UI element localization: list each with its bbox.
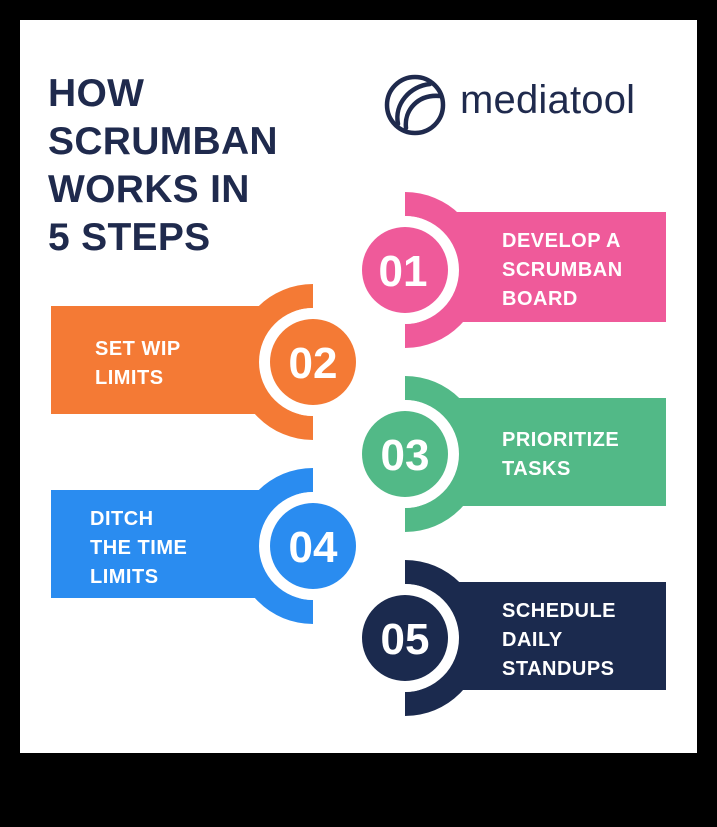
step-label-04-line: DITCH: [90, 508, 154, 530]
step-label-05-line: SCHEDULE: [502, 600, 616, 622]
title-line: HOW: [48, 72, 145, 115]
band-05: [420, 582, 666, 690]
step-number-04: 04: [289, 523, 338, 572]
step-label-01-line: BOARD: [502, 288, 578, 310]
step-number-03: 03: [381, 431, 430, 480]
step-label-02-line: LIMITS: [95, 367, 164, 389]
disc-04: [270, 503, 356, 589]
step-label-02-line: SET WIP: [95, 338, 181, 360]
step-label-01-line: SCRUMBAN: [502, 259, 623, 281]
step-label-05-line: STANDUPS: [502, 658, 615, 680]
logo-text: mediatool: [460, 78, 636, 122]
title-line: 5 STEPS: [48, 216, 211, 259]
infographic-title: HOW SCRUMBAN WORKS IN 5 STEPS: [48, 70, 348, 262]
step-label-04-line: LIMITS: [90, 566, 159, 588]
step-discs: [259, 216, 459, 692]
step-label-03-line: TASKS: [502, 458, 571, 480]
mediatool-logo: mediatool: [384, 74, 674, 136]
step-label-04-line: THE TIME: [90, 537, 187, 559]
step-number-02: 02: [289, 339, 338, 388]
step-label-03-line: PRIORITIZE: [502, 429, 619, 451]
step-labels: DEVELOP A SCRUMBAN BOARD SET WIP LIMITS …: [90, 230, 623, 680]
step-label-01-line: DEVELOP A: [502, 230, 621, 252]
band-02: [51, 306, 299, 414]
band-04: [51, 490, 299, 598]
mediatool-logo-icon: [384, 74, 446, 136]
title-line: SCRUMBAN: [48, 120, 278, 163]
disc-01: [362, 227, 448, 313]
disc-05: [362, 595, 448, 681]
step-number-01: 01: [379, 247, 428, 296]
disc-02: [270, 319, 356, 405]
band-01: [420, 212, 666, 322]
step-label-05-line: DAILY: [502, 629, 563, 651]
step-number-05: 05: [381, 615, 430, 664]
band-03: [420, 398, 666, 506]
step-bands: [51, 212, 666, 690]
title-line: WORKS IN: [48, 168, 250, 211]
step-numbers: 01 02 03 04 05: [289, 247, 430, 664]
disc-03: [362, 411, 448, 497]
